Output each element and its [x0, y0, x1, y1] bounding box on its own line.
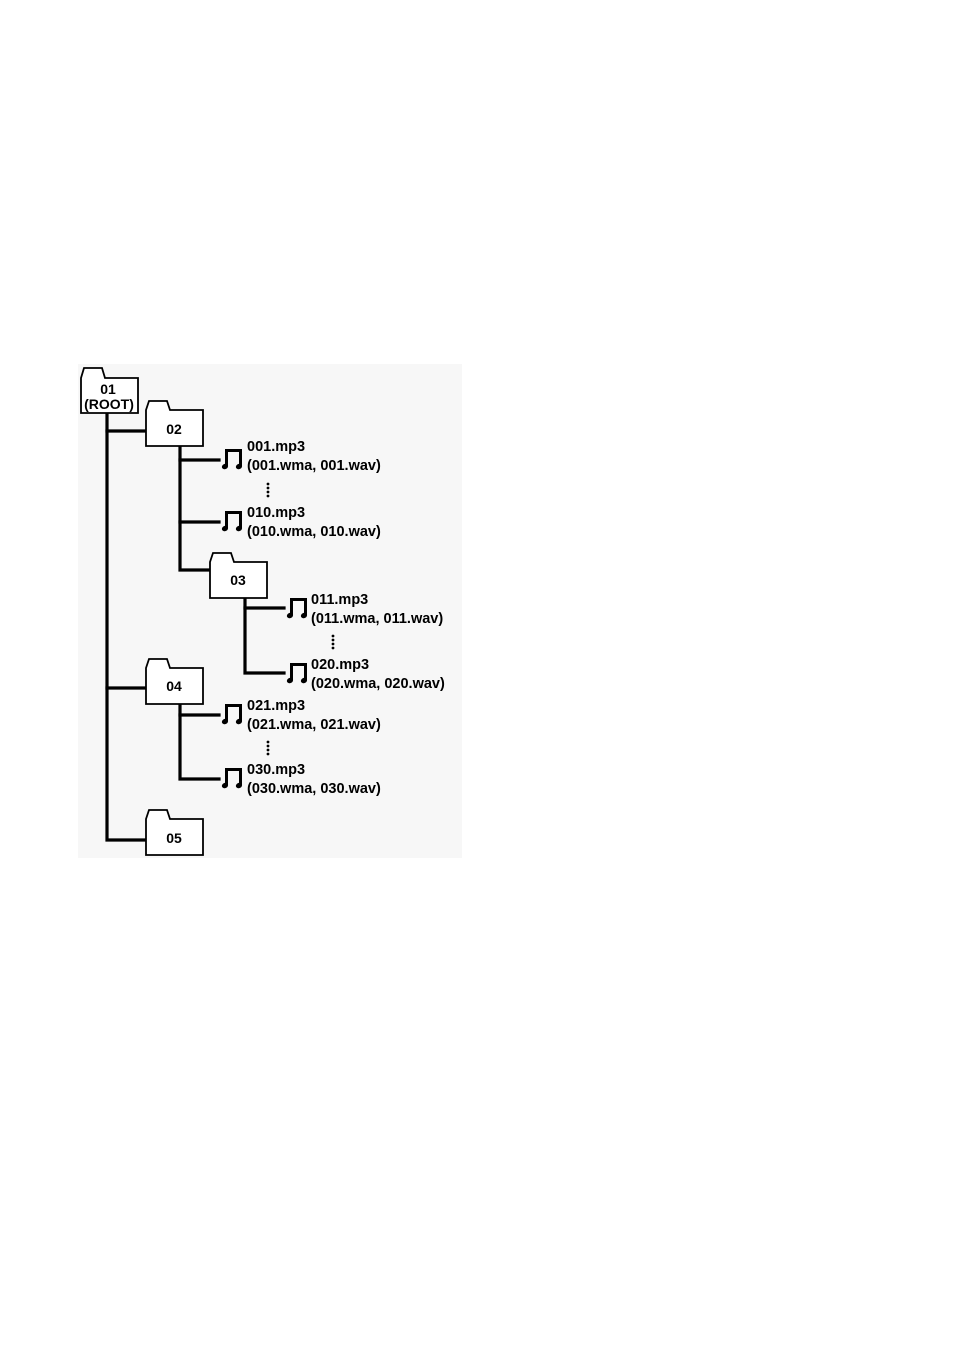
file-alt-names: (001.wma, 001.wav): [247, 458, 381, 474]
folder-label: 01: [100, 381, 116, 397]
file-alt-names: (021.wma, 021.wav): [247, 717, 381, 733]
file-name: 020.mp3: [311, 657, 369, 673]
file-name: 010.mp3: [247, 505, 305, 521]
file-name: 011.mp3: [311, 592, 368, 608]
file-name: 001.mp3: [247, 439, 305, 455]
file-name: 021.mp3: [247, 698, 305, 714]
folder-label-root: (ROOT): [84, 396, 134, 412]
file-alt-names: (011.wma, 011.wav): [311, 611, 443, 627]
folder-label: 04: [166, 678, 182, 694]
file-alt-names: (020.wma, 020.wav): [311, 676, 445, 692]
file-alt-names: (030.wma, 030.wav): [247, 781, 381, 797]
folder-label: 03: [230, 572, 246, 588]
folder-label: 02: [166, 421, 182, 437]
file-name: 030.mp3: [247, 762, 305, 778]
folder-label: 05: [166, 830, 182, 846]
file-alt-names: (010.wma, 010.wav): [247, 524, 381, 540]
